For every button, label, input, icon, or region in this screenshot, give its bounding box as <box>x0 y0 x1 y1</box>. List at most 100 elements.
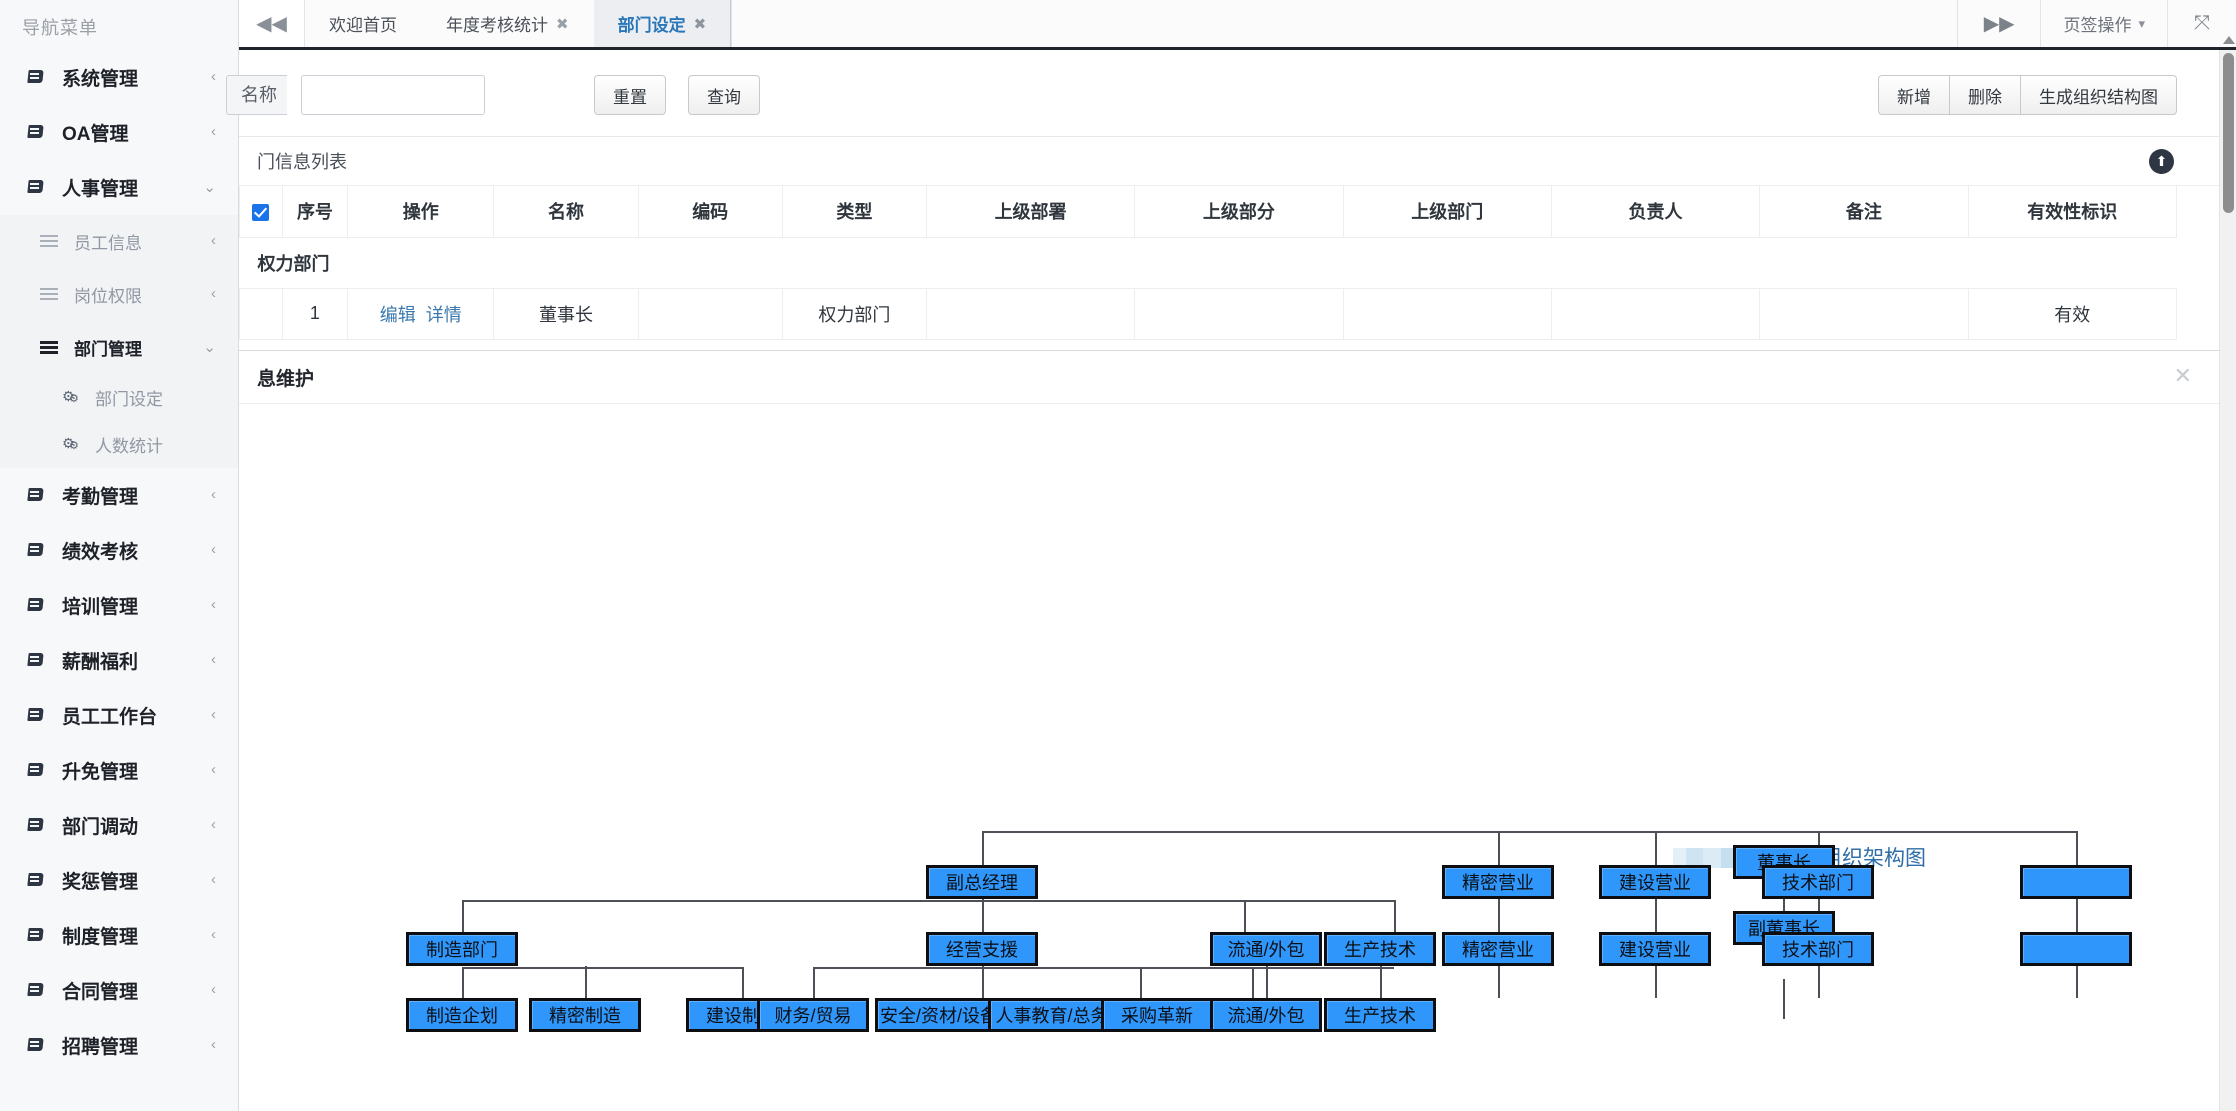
row-remark <box>1759 287 1969 340</box>
sidebar-item-contract[interactable]: 合同管理 ‹ <box>0 963 238 1018</box>
sidebar-item-post-permission[interactable]: 岗位权限 ‹ <box>0 268 238 321</box>
org-node-manufacturing-planning[interactable]: 制造企划 <box>406 998 518 1032</box>
tab-close-icon[interactable]: ✖ <box>693 15 707 33</box>
org-node-overflow-l3[interactable] <box>2020 865 2132 899</box>
org-node-safety-materials-equipment[interactable]: 安全/资材/设备 <box>875 998 1003 1032</box>
column-header-parent-deploy: 上级部署 <box>925 186 1136 238</box>
column-header-owner: 负责人 <box>1550 186 1761 238</box>
org-node-construction-sales-l3[interactable]: 建设营业 <box>1599 865 1711 899</box>
org-node-business-support[interactable]: 经营支援 <box>926 932 1038 966</box>
sidebar-item-label: 招聘管理 <box>62 1037 139 1058</box>
tab-department-setup[interactable]: 部门设定 ✖ <box>593 0 732 47</box>
query-button[interactable]: 查询 <box>688 75 760 115</box>
sidebar-item-department-setup[interactable]: 部门设定 <box>0 374 238 421</box>
org-node-precision-sales-l3[interactable]: 精密营业 <box>1442 865 1554 899</box>
sidebar-item-performance[interactable]: 绩效考核 ‹ <box>0 523 238 578</box>
sidebar-item-attendance[interactable]: 考勤管理 ‹ <box>0 468 238 523</box>
org-node-manufacturing-dept[interactable]: 制造部门 <box>406 932 518 966</box>
chevron-left-icon: ‹ <box>211 486 216 503</box>
scroll-up-arrow-icon[interactable] <box>2223 36 2235 44</box>
org-node-deputy-gm[interactable]: 副总经理 <box>926 865 1038 899</box>
org-node-construction-sales-l4[interactable]: 建设营业 <box>1599 932 1711 966</box>
org-node-distribution-outsourcing-l5[interactable]: 流通/外包 <box>1210 998 1322 1032</box>
org-node-distribution-outsourcing-l4[interactable]: 流通/外包 <box>1210 932 1322 966</box>
row-owner <box>1550 287 1761 340</box>
sidebar-item-hr[interactable]: 人事管理 ⌄ <box>0 160 238 215</box>
book-icon <box>26 927 45 944</box>
org-node-production-tech-l5[interactable]: 生产技术 <box>1324 998 1436 1032</box>
group-row-label: 权力部门 <box>239 236 2177 289</box>
department-detail-panel: 息维护 ✕ 组织架构图 <box>239 350 2236 1111</box>
sidebar-item-headcount-stats[interactable]: 人数统计 <box>0 421 238 468</box>
org-node-hr-education-general-affairs[interactable]: 人事教育/总务 <box>988 998 1116 1032</box>
sidebar-item-employee-info[interactable]: 员工信息 ‹ <box>0 215 238 268</box>
row-actions: 编辑详情 <box>347 287 495 340</box>
select-all-header[interactable] <box>239 186 283 238</box>
tab-annual-assessment-stats[interactable]: 年度考核统计 ✖ <box>422 0 594 47</box>
org-node-procurement-innovation[interactable]: 采购革新 <box>1101 998 1213 1032</box>
sidebar-item-department-transfer[interactable]: 部门调动 ‹ <box>0 798 238 853</box>
connector-bus <box>462 967 742 969</box>
row-select-cell[interactable] <box>239 287 283 340</box>
sidebar-item-system[interactable]: 系统管理 ‹ <box>0 50 238 105</box>
search-input[interactable] <box>301 75 485 115</box>
column-header-parent-part: 上级部分 <box>1134 186 1344 238</box>
page-operations-menu[interactable]: 页签操作 ▾ <box>2040 0 2167 47</box>
sidebar-item-promotion[interactable]: 升免管理 ‹ <box>0 743 238 798</box>
table-group-row: 权力部门 <box>239 236 2177 289</box>
sidebar-item-reward-punishment[interactable]: 奖惩管理 ‹ <box>0 853 238 908</box>
tab-welcome-home[interactable]: 欢迎首页 <box>305 0 422 47</box>
sidebar-item-policy[interactable]: 制度管理 ‹ <box>0 908 238 963</box>
detail-panel-header: 息维护 ✕ <box>239 351 2236 404</box>
book-icon <box>26 872 45 889</box>
collapse-up-icon[interactable]: ⬆ <box>2149 149 2174 174</box>
reset-button[interactable]: 重置 <box>594 75 666 115</box>
sidebar-item-training[interactable]: 培训管理 ‹ <box>0 578 238 633</box>
org-node-tech-dept-l3[interactable]: 技术部门 <box>1762 865 1874 899</box>
sidebar-item-recruitment[interactable]: 招聘管理 ‹ <box>0 1018 238 1073</box>
column-header-code: 编码 <box>637 186 783 238</box>
chevron-left-icon: ‹ <box>211 596 216 613</box>
scrollbar-thumb[interactable] <box>2223 53 2234 213</box>
table-row[interactable]: 1 编辑详情 董事长 权力部门 有效 <box>239 287 2178 340</box>
fullscreen-icon[interactable]: ⤧ <box>2167 0 2236 47</box>
sidebar-item-compensation[interactable]: 薪酬福利 ‹ <box>0 633 238 688</box>
sidebar-item-oa[interactable]: OA管理 ‹ <box>0 105 238 160</box>
close-icon[interactable]: ✕ <box>2173 363 2192 388</box>
column-header-parent-dept: 上级部门 <box>1342 186 1552 238</box>
column-header-actions: 操作 <box>347 186 495 238</box>
row-parent-deploy <box>925 287 1136 340</box>
org-node-overflow-l4[interactable] <box>2020 932 2132 966</box>
connector-bus <box>462 900 1394 902</box>
tab-bar-spacer <box>731 0 1957 47</box>
org-node-precision-manufacturing[interactable]: 精密制造 <box>529 998 641 1032</box>
generate-org-chart-button[interactable]: 生成组织结构图 <box>2020 75 2177 115</box>
edit-link[interactable]: 编辑 <box>379 304 416 325</box>
detail-link[interactable]: 详情 <box>425 304 462 325</box>
delete-button[interactable]: 删除 <box>1949 75 2020 115</box>
tabs-scroll-next-button[interactable]: ▶▶ <box>1956 0 2041 47</box>
connector <box>585 966 587 998</box>
sidebar-subitem-label: 员工信息 <box>74 234 142 253</box>
org-node-precision-sales-l4[interactable]: 精密营业 <box>1442 932 1554 966</box>
tabs-scroll-prev-button[interactable]: ◀◀ <box>239 0 305 47</box>
chevron-left-icon: ‹ <box>211 926 216 943</box>
sidebar-item-label: 升免管理 <box>62 762 139 783</box>
add-button[interactable]: 新增 <box>1878 75 1949 115</box>
select-all-checkbox[interactable] <box>252 203 270 221</box>
chevron-left-icon: ‹ <box>211 541 216 558</box>
sidebar-item-department-management[interactable]: 部门管理 ⌄ <box>0 321 238 374</box>
sidebar-subitem-label: 岗位权限 <box>74 287 142 306</box>
org-node-tech-dept-l4[interactable]: 技术部门 <box>1762 932 1874 966</box>
vertical-scrollbar[interactable] <box>2219 36 2236 1111</box>
org-node-production-tech-l4[interactable]: 生产技术 <box>1324 932 1436 966</box>
org-chart: 组织架构图 <box>239 404 2236 1111</box>
tab-close-icon[interactable]: ✖ <box>556 15 569 33</box>
org-node-finance-trade[interactable]: 财务/贸易 <box>757 998 869 1032</box>
row-parent-dept <box>1342 287 1552 340</box>
connector <box>1140 967 1142 998</box>
bars-icon <box>40 235 58 248</box>
sidebar-item-employee-workbench[interactable]: 员工工作台 ‹ <box>0 688 238 743</box>
sidebar-item-label: 奖惩管理 <box>62 872 139 893</box>
